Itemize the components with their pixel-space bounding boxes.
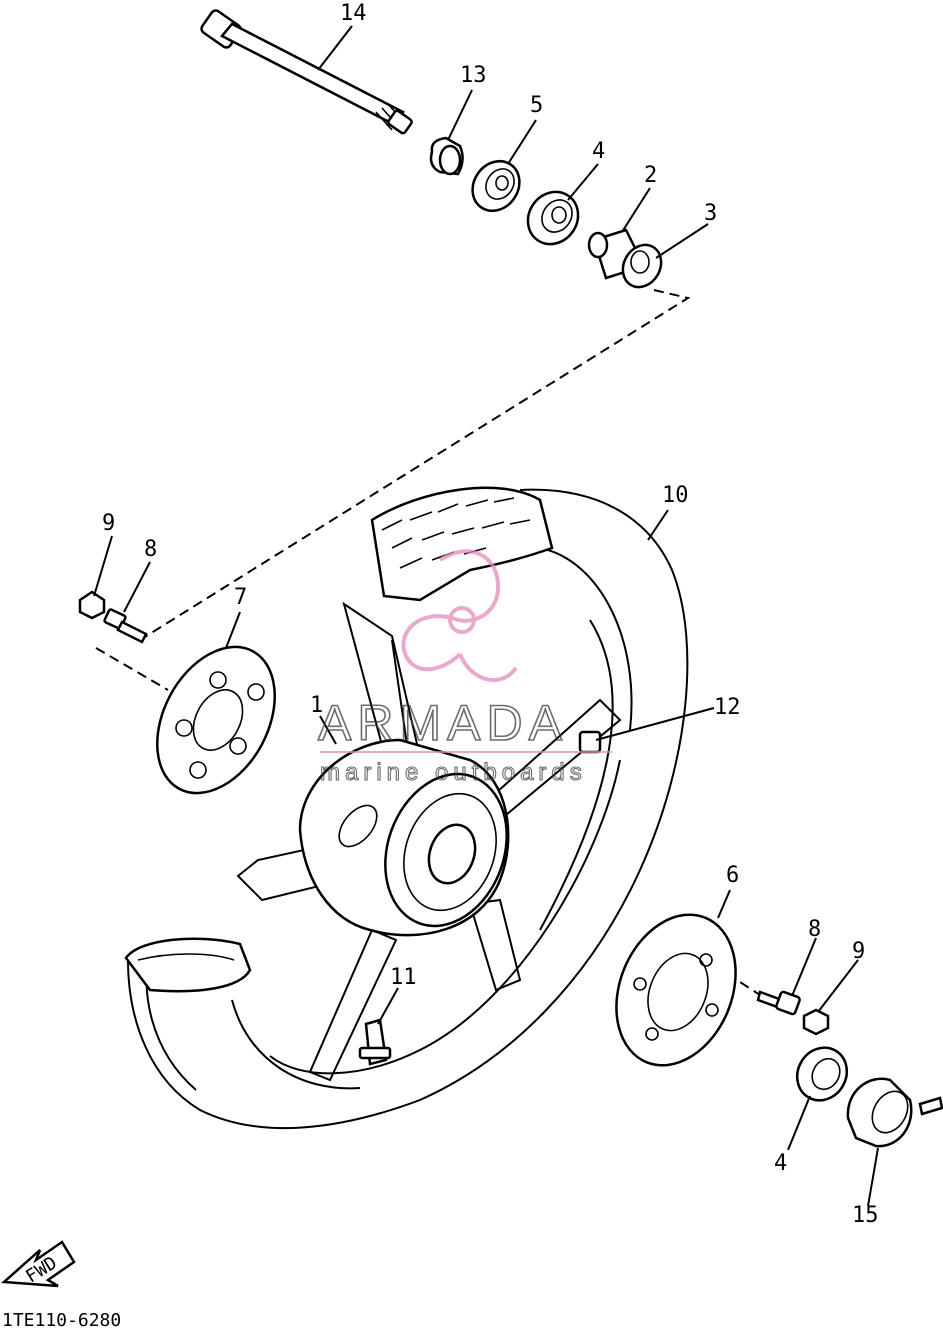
label-part-4-lower: 4	[774, 1151, 787, 1176]
bearing-part-4-lower	[795, 1046, 849, 1102]
label-part-4-upper: 4	[592, 139, 605, 164]
brake-disc-part-6	[615, 913, 737, 1067]
label-part-13: 13	[460, 63, 487, 88]
watermark-propeller-logo	[401, 549, 518, 683]
watermark-tagline: marine outboards	[320, 759, 587, 786]
label-part-9-left: 9	[102, 511, 115, 536]
drawing-code: 1TE110-6280	[2, 1310, 121, 1330]
nut-part-9-left	[78, 590, 106, 620]
brake-disc-part-7	[156, 645, 276, 795]
label-part-2: 2	[644, 163, 657, 188]
axle-part-14	[200, 9, 413, 135]
air-valve-part-11	[358, 1018, 392, 1066]
label-part-8-left: 8	[144, 537, 157, 562]
bolt-part-8-left	[103, 608, 148, 644]
label-part-8-right: 8	[808, 917, 821, 942]
label-part-11: 11	[390, 965, 417, 990]
label-part-5: 5	[530, 93, 543, 118]
bolt-part-8-right	[756, 990, 801, 1016]
balance-weight-part-12	[578, 730, 602, 754]
label-part-7: 7	[234, 585, 247, 610]
armada-watermark: ARMADA marine outboards	[317, 549, 612, 787]
flange-part-3	[621, 243, 663, 289]
part-number-labels: 14 13 5 4 2 3 10 9 8 7 12 1 11 6 8 9 4 1…	[102, 1, 879, 1228]
collar-part-13	[429, 136, 464, 176]
nut-part-9-right	[802, 1008, 830, 1036]
label-part-10: 10	[662, 483, 689, 508]
watermark-brand: ARMADA	[318, 695, 568, 751]
assembly-guide-lines	[95, 289, 781, 1009]
label-part-15: 15	[852, 1203, 879, 1228]
label-part-14: 14	[340, 1, 367, 26]
hub-part-1	[298, 738, 510, 937]
bearing-part-5	[471, 159, 521, 213]
wheel-tire-part-10	[124, 486, 689, 1130]
gear-part-15	[846, 1077, 943, 1148]
leader-lines	[93, 25, 879, 1207]
forward-direction-arrow: FWD	[0, 1240, 76, 1288]
bearing-part-4-upper	[526, 190, 580, 246]
label-part-1: 1	[310, 693, 323, 718]
label-part-6: 6	[726, 863, 739, 888]
label-part-3: 3	[704, 201, 717, 226]
label-part-9-right: 9	[852, 939, 865, 964]
label-part-12: 12	[714, 695, 741, 720]
